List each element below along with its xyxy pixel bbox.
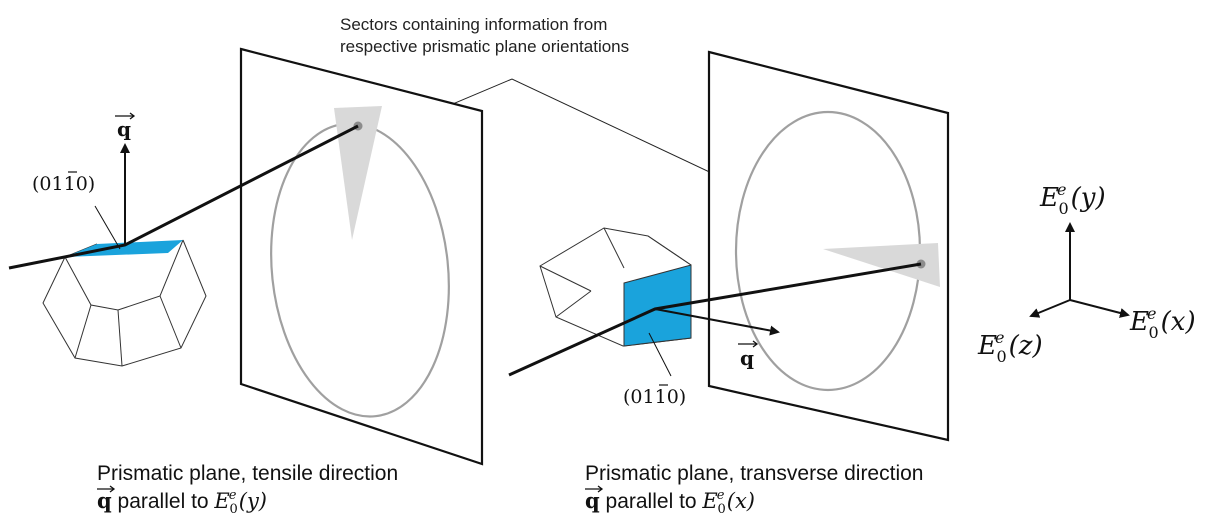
left-q-label: q [115,112,136,141]
svg-text:q parallel to Ee0(x): q parallel to Ee0(x) [585,488,755,517]
svg-text:(0110): (0110) [623,386,686,408]
right-caption: Prismatic plane, transverse direction q … [585,462,923,517]
axis-z-arrow [1029,299,1071,318]
left-plane-leader [94,205,121,250]
right-sector [823,243,940,287]
right-q-vector [654,308,780,336]
right-beam [508,262,922,377]
left-prismatic-plane [65,240,183,257]
right-caption-line-1: Prismatic plane, transverse direction [585,462,923,485]
svg-text:q parallel to Ee0(y): q parallel to Ee0(y) [97,488,267,517]
svg-text:q: q [740,346,754,370]
right-detector-screen [707,50,950,442]
right-q-label: q [738,340,759,370]
left-crystal [42,239,207,367]
right-prismatic-plane [623,264,692,347]
left-beam [8,124,359,270]
right-plane-leader [648,332,672,377]
annotation-line-1: Sectors containing information from [340,15,607,34]
annotation-line-2: respective prismatic plane orientations [340,37,629,56]
left-caption-line-1: Prismatic plane, tensile direction [97,462,398,485]
left-plane-label: (0110) [32,171,95,195]
right-plane-label: (0110) [623,384,686,408]
left-caption: Prismatic plane, tensile direction q par… [97,462,398,517]
left-sector [334,106,382,240]
axis-x-arrow [1069,299,1130,318]
left-detector-screen [239,47,484,466]
svg-text:(0110): (0110) [32,173,95,195]
svg-text:q: q [117,117,131,141]
